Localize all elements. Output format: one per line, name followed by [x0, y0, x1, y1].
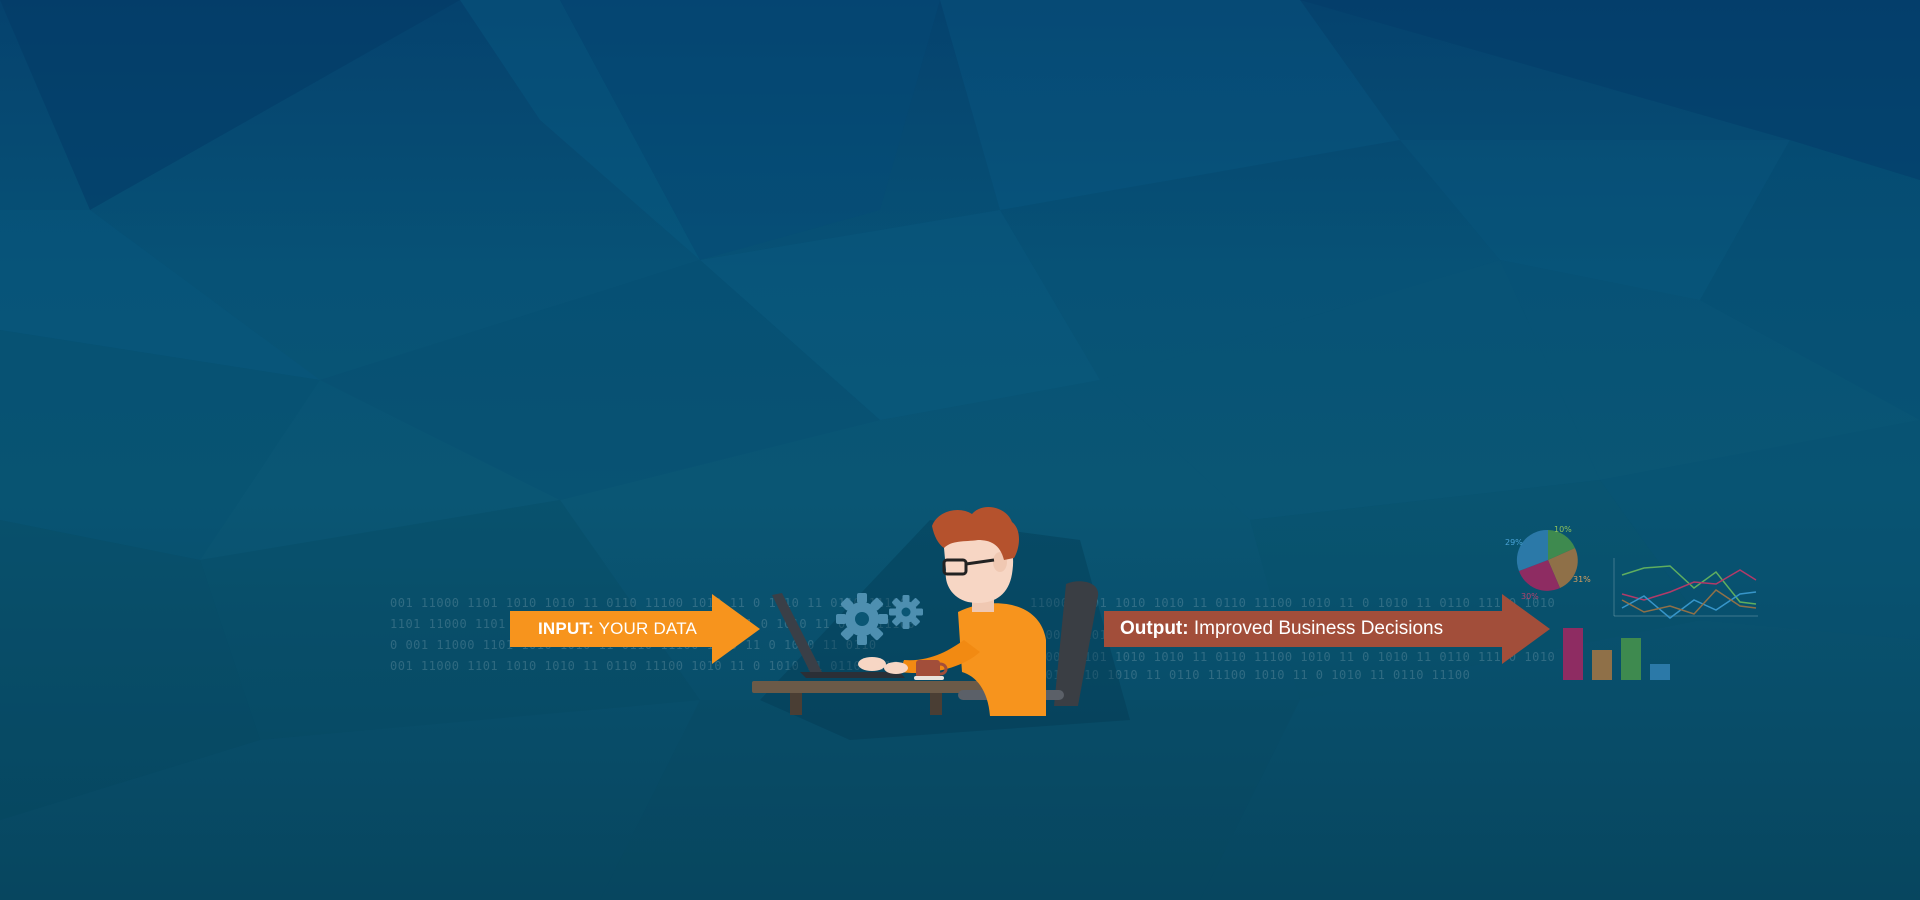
input-arrow-label-rest: YOUR DATA — [593, 619, 698, 638]
binary-stream-right-3: 11000 1101 1010 1010 11 0110 11100 1010 … — [1030, 650, 1556, 664]
input-arrow-label-bold: INPUT: — [538, 619, 594, 638]
output-arrow-label: Output: Improved Business Decisions — [1120, 618, 1443, 640]
output-arrow-label-rest: Improved Business Decisions — [1188, 618, 1444, 639]
input-arrow-label: INPUT: YOUR DATA — [538, 619, 697, 639]
input-arrow-shape — [510, 594, 760, 664]
binary-stream-right-4: 1101 1010 1010 11 0110 11100 1010 11 0 1… — [1030, 668, 1471, 682]
output-arrow: Output: Improved Business Decisions — [1104, 594, 1550, 664]
output-arrow-shape — [1104, 594, 1550, 664]
binary-stream-right-1: 11000 1101 1010 1010 11 0110 11100 1010 … — [1030, 596, 1556, 610]
output-arrow-label-bold: Output: — [1120, 618, 1189, 639]
input-arrow: INPUT: YOUR DATA — [510, 594, 760, 664]
